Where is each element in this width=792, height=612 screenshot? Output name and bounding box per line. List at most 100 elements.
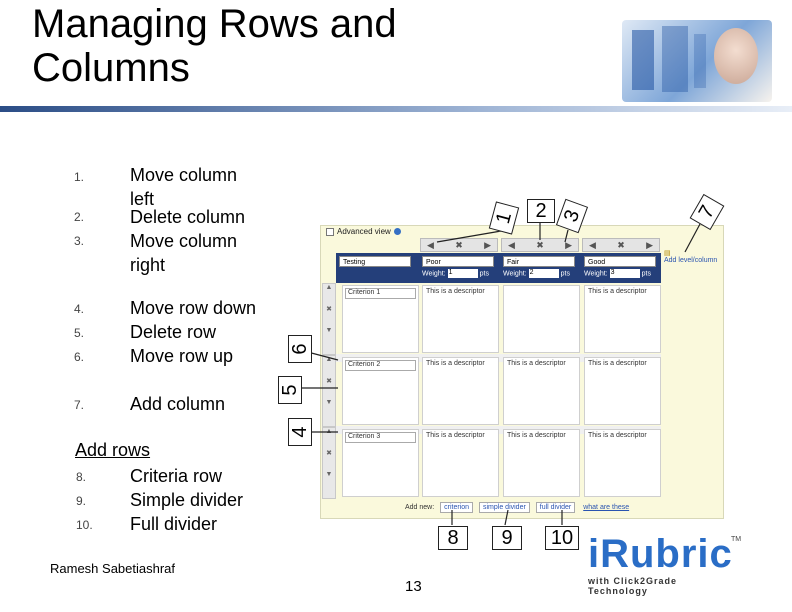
callout-tag-4: 4 — [288, 418, 312, 446]
help-icon — [393, 228, 401, 236]
list-item: Full divider — [130, 514, 218, 534]
criterion-cell[interactable]: Criterion 2 — [342, 357, 419, 425]
level-name-input[interactable]: Poor — [422, 256, 494, 267]
move-left-icon[interactable]: ◀ — [589, 239, 596, 250]
add-simple-divider-button[interactable]: simple divider — [479, 502, 530, 513]
list-item: Simple divider — [130, 490, 244, 510]
weight-label: Weight: — [503, 270, 527, 278]
add-level-link[interactable]: ▤Add level/column — [664, 249, 724, 264]
header-photo — [622, 20, 772, 102]
criterion-cell[interactable]: Criterion 3 — [342, 429, 419, 497]
weight-label: Weight: — [422, 270, 446, 278]
add-new-label: Add new: — [405, 504, 435, 511]
list-number: 10. — [76, 518, 93, 532]
descriptor-cell[interactable]: This is a descriptor — [584, 285, 661, 353]
table-row: Criterion 3 This is a descriptor This is… — [336, 429, 661, 497]
move-right-icon[interactable]: ▶ — [484, 239, 491, 250]
add-full-divider-button[interactable]: full divider — [535, 502, 576, 513]
delete-column-icon[interactable]: ✖ — [455, 239, 463, 250]
add-column-icon: ▤ — [664, 250, 671, 257]
descriptor-cell[interactable]: This is a descriptor — [584, 357, 661, 425]
add-new-bar: Add new: criterion simple divider full d… — [405, 502, 685, 513]
descriptor-cell[interactable]: This is a descriptor — [503, 429, 580, 497]
move-right-icon[interactable]: ▶ — [646, 239, 653, 250]
add-criterion-button[interactable]: criterion — [440, 502, 474, 513]
move-right-icon[interactable]: ▶ — [565, 239, 572, 250]
weight-input[interactable]: 1 — [447, 269, 478, 278]
weight-label: Weight: — [584, 270, 608, 278]
what-are-these-link[interactable]: what are these — [583, 504, 630, 511]
weight-input[interactable]: 3 — [609, 269, 640, 278]
row-controls[interactable]: ▲✖▼ — [322, 283, 336, 355]
checkbox-icon — [326, 227, 334, 236]
list-number: 8. — [76, 470, 87, 484]
list-item: Move row up — [130, 346, 234, 366]
advanced-view-label: Advanced view — [337, 227, 391, 236]
column-toolbar: ◀ ✖ ▶ ◀ ✖ ▶ ◀ ✖ ▶ — [336, 238, 661, 253]
arrow-7 — [684, 223, 701, 253]
list-item: Move column left — [130, 165, 238, 209]
descriptor-cell[interactable] — [503, 285, 580, 353]
list-number: 9. — [76, 494, 87, 508]
list-number: 3. — [74, 234, 85, 248]
callout-tag-2: 2 — [527, 199, 555, 223]
arrow-9 — [504, 509, 509, 526]
slide-title: Managing Rows and Columns — [32, 2, 397, 90]
descriptor-cell[interactable]: This is a descriptor — [584, 429, 661, 497]
add-level-label: Add level/column — [664, 257, 718, 264]
arrow-3 — [564, 229, 569, 243]
criterion-input[interactable]: Criterion 2 — [345, 360, 416, 371]
move-left-icon[interactable]: ◀ — [508, 239, 515, 250]
callout-tag-8: 8 — [438, 526, 468, 550]
brand-name: iRubric — [588, 532, 733, 576]
delete-column-icon[interactable]: ✖ — [536, 239, 544, 250]
list-item: Add column — [130, 394, 226, 414]
list-item: Move column right — [130, 231, 238, 275]
title-divider — [0, 106, 792, 112]
irubric-logo: iRubric TM with Click2Grade Technology — [588, 532, 741, 596]
arrow-1 — [436, 229, 508, 243]
descriptor-cell[interactable]: This is a descriptor — [422, 429, 499, 497]
page-number: 13 — [405, 578, 422, 595]
descriptor-cell[interactable]: This is a descriptor — [422, 357, 499, 425]
table-row: Criterion 2 This is a descriptor This is… — [336, 357, 661, 425]
list-number: 1. — [74, 170, 85, 184]
list-number: 6. — [74, 350, 85, 364]
rubric-title-input[interactable]: Testing — [339, 256, 411, 267]
column-controls: ◀ ✖ ▶ — [582, 238, 660, 252]
callout-tag-10: 10 — [545, 526, 579, 550]
criterion-input[interactable]: Criterion 3 — [345, 432, 416, 443]
trademark: TM — [731, 536, 742, 543]
descriptor-cell[interactable]: This is a descriptor — [422, 285, 499, 353]
list-number: 2. — [74, 210, 85, 224]
criterion-cell[interactable]: Criterion 1 — [342, 285, 419, 353]
callout-tag-6: 6 — [288, 335, 312, 363]
author-name: Ramesh Sabetiashraf — [50, 561, 176, 576]
list-number: 5. — [74, 326, 85, 340]
move-left-icon[interactable]: ◀ — [427, 239, 434, 250]
pts-label: pts — [560, 270, 570, 278]
list-item: Criteria row — [130, 466, 223, 486]
list-item: Delete row — [130, 322, 217, 342]
table-row: Criterion 1 This is a descriptor This is… — [336, 285, 661, 353]
descriptor-cell[interactable]: This is a descriptor — [503, 357, 580, 425]
brand-tagline: with Click2Grade Technology — [588, 576, 678, 596]
pts-label: pts — [641, 270, 651, 278]
level-name-input[interactable]: Fair — [503, 256, 575, 267]
delete-column-icon[interactable]: ✖ — [617, 239, 625, 250]
level-name-input[interactable]: Good — [584, 256, 656, 267]
pts-label: pts — [479, 270, 489, 278]
list-number: 7. — [74, 398, 85, 412]
weight-input[interactable]: 2 — [528, 269, 559, 278]
list-item: Move row down — [130, 298, 257, 318]
criterion-input[interactable]: Criterion 1 — [345, 288, 416, 299]
list-number: 4. — [74, 302, 85, 316]
list-item: Delete column — [130, 207, 246, 227]
row-controls[interactable]: ▲✖▼ — [322, 355, 336, 427]
advanced-view-toggle[interactable]: Advanced view — [326, 227, 401, 236]
